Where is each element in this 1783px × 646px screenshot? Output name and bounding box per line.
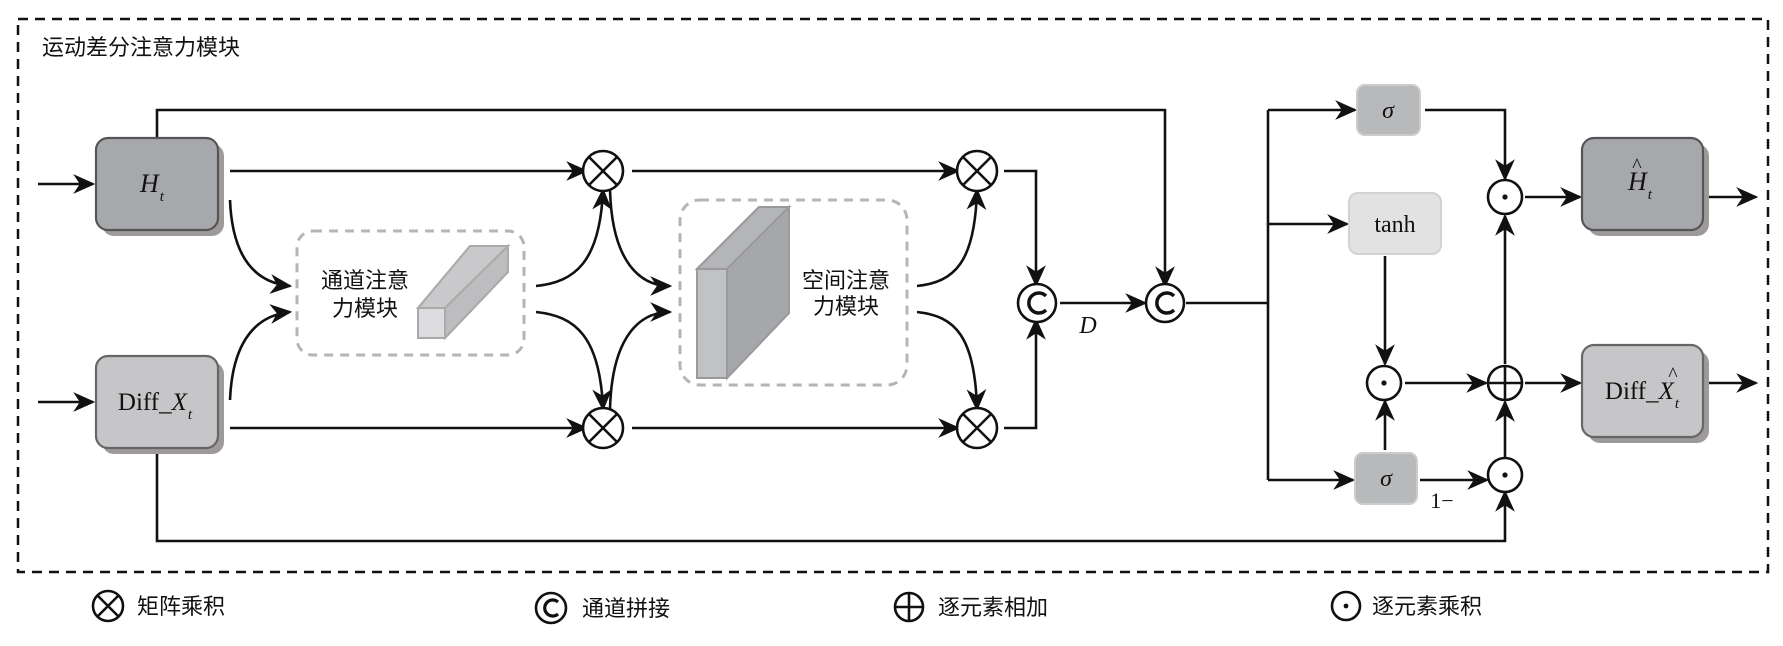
legend-item-otimes: 矩阵乘积 <box>91 589 225 623</box>
diff-input-label: Diff_Xt <box>118 389 193 423</box>
sigma-bottom-label: σ <box>1380 466 1393 492</box>
spatial-map-icon <box>694 204 792 381</box>
otimes-icon <box>581 406 625 450</box>
diff-hat-output-box: Diff_Xt ^ <box>1580 343 1709 443</box>
odot-icon <box>1486 178 1524 216</box>
legend-label: 通道拼接 <box>582 597 670 622</box>
spatial-module-label-line2: 力模块 <box>813 295 879 320</box>
legend: 矩阵乘积 通道拼接 逐元素相加 逐元素乘积 <box>91 589 1482 625</box>
one-minus-label: 1− <box>1430 488 1453 513</box>
channel-attention-module: 通道注意 力模块 <box>295 229 526 357</box>
diff-input-box: Diff_Xt <box>94 354 224 454</box>
concat-icon <box>534 591 568 625</box>
legend-label: 逐元素相加 <box>938 596 1048 621</box>
sigma-bottom-box: σ <box>1354 452 1418 505</box>
oplus-icon <box>1486 364 1524 402</box>
h-hat-label: Ht <box>1627 167 1653 203</box>
mul1-to-spatial <box>608 189 673 296</box>
tanh-box: tanh <box>1348 192 1442 255</box>
tanh-label: tanh <box>1374 212 1415 238</box>
sigma-top-to-odot <box>1425 108 1515 182</box>
spatial-to-mul4 <box>916 310 987 412</box>
spatial-module-label-line1: 空间注意 <box>802 269 890 294</box>
mul3-to-concat1 <box>1004 169 1046 288</box>
diff-bypass-line <box>155 450 1515 543</box>
legend-item-concat: 通道拼接 <box>534 591 670 625</box>
concat-icon <box>1144 282 1186 324</box>
h-hat-output-box: Ht ^ <box>1580 136 1709 236</box>
legend-label: 逐元素乘积 <box>1372 595 1482 620</box>
module-title: 运动差分注意力模块 <box>42 36 240 61</box>
spatial-attention-module: 空间注意 力模块 <box>678 198 909 387</box>
mul2-to-spatial <box>608 302 673 410</box>
otimes-icon <box>581 149 625 193</box>
odot-icon <box>1486 456 1524 494</box>
h-input-box: Ht <box>94 136 224 236</box>
channel-module-label-line1: 通道注意 <box>321 269 409 294</box>
channel-module-label-line2: 力模块 <box>332 297 398 322</box>
oplus-icon <box>893 591 925 623</box>
legend-item-odot: 逐元素乘积 <box>1330 590 1482 622</box>
diff-hat-label: Diff_Xt <box>1605 378 1680 412</box>
h-bypass-line <box>155 108 1175 289</box>
sigma-top-box: σ <box>1356 84 1421 136</box>
legend-item-oplus: 逐元素相加 <box>893 591 1048 623</box>
sigma-top-label: σ <box>1382 98 1395 124</box>
d-label: D <box>1078 313 1096 339</box>
otimes-icon <box>955 406 999 450</box>
h-hat-accent: ^ <box>1632 155 1642 177</box>
channel-to-mul1 <box>535 187 613 288</box>
channel-vector-icon <box>415 243 511 341</box>
otimes-icon <box>91 589 125 623</box>
legend-label: 矩阵乘积 <box>137 595 225 620</box>
connections <box>38 100 1759 543</box>
odot-icon <box>1330 590 1362 622</box>
diff-to-channel <box>228 304 293 401</box>
spatial-to-mul3 <box>916 187 987 288</box>
operators <box>581 149 1524 494</box>
odot-icon <box>1365 364 1403 402</box>
h-to-channel <box>228 199 293 294</box>
channel-to-mul2 <box>535 310 613 412</box>
diff-hat-accent: ^ <box>1668 364 1678 386</box>
h-input-label: Ht <box>139 169 165 205</box>
mul4-to-concat1 <box>1004 317 1046 430</box>
otimes-icon <box>955 149 999 193</box>
module-frame <box>16 17 1770 574</box>
concat-icon <box>1016 282 1058 324</box>
